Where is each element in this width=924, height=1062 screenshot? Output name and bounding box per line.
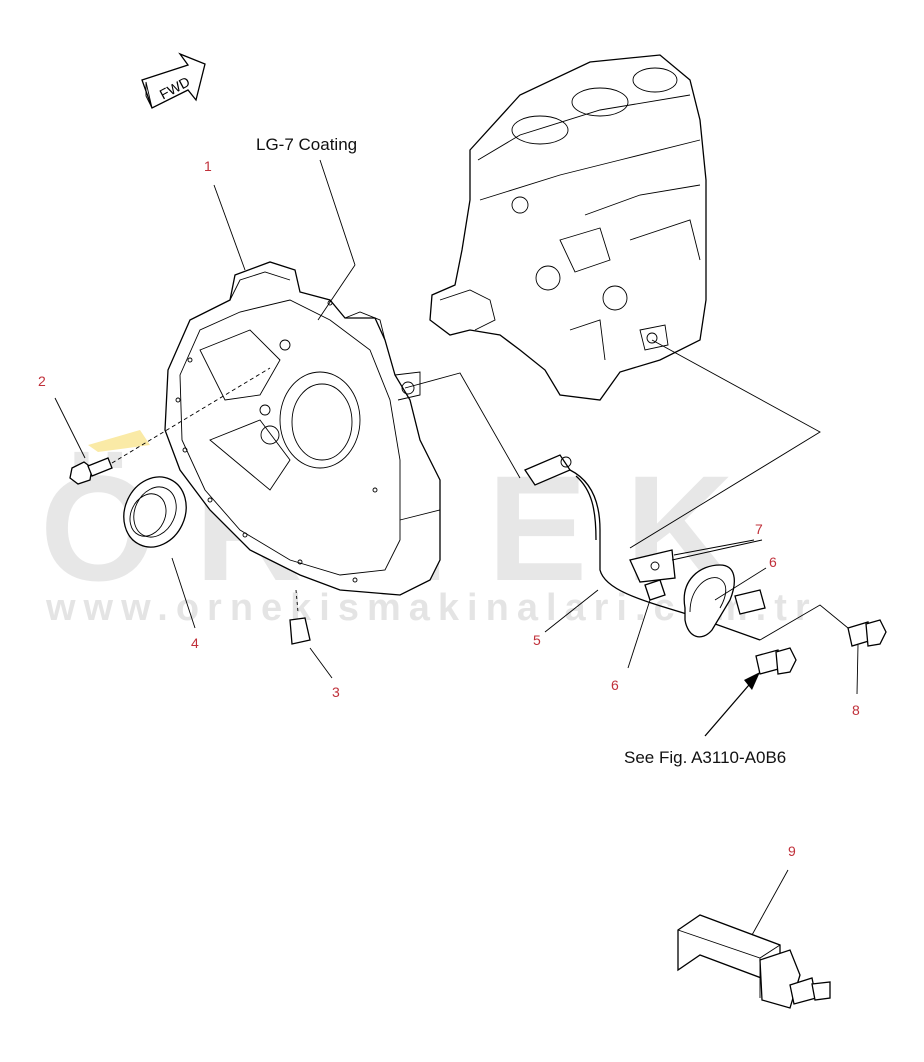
oil-seal xyxy=(123,476,187,548)
callout-4: 4 xyxy=(191,635,199,651)
callout-6a: 6 xyxy=(611,677,619,693)
watermark-accent xyxy=(88,430,150,452)
callout-3: 3 xyxy=(332,684,340,700)
callout-6b: 6 xyxy=(769,554,777,570)
flywheel-housing xyxy=(164,261,441,596)
leader-3 xyxy=(309,647,333,679)
see-fig-arrowhead xyxy=(744,672,760,690)
bolt-see-fig xyxy=(755,647,797,675)
leader-lines xyxy=(54,159,859,936)
callout-9: 9 xyxy=(788,843,796,859)
fwd-arrow: FWD xyxy=(141,52,206,109)
engine-block xyxy=(429,54,707,401)
coating-note: LG-7 Coating xyxy=(256,135,357,154)
leader-9 xyxy=(751,869,789,936)
leader-coating-a xyxy=(319,159,356,266)
leader-8 xyxy=(856,644,859,695)
leader-4 xyxy=(171,557,196,629)
leader-6a xyxy=(627,599,651,669)
callout-7: 7 xyxy=(755,521,763,537)
bolt-2 xyxy=(69,367,271,485)
leader-6b xyxy=(714,567,767,601)
leader-1 xyxy=(213,184,246,271)
leader-coating-b xyxy=(317,264,356,321)
leader-5 xyxy=(544,589,599,633)
leader-7 xyxy=(673,539,755,556)
plug-3 xyxy=(289,589,311,645)
see-fig-note: See Fig. A3110-A0B6 xyxy=(624,748,786,767)
callout-5: 5 xyxy=(533,632,541,648)
bolt-8 xyxy=(759,604,887,647)
watermark-url: www.ornekismakinalari.com.tr xyxy=(45,587,818,629)
bracket-plate xyxy=(683,564,735,638)
see-fig-arrow xyxy=(704,677,756,737)
callout-8: 8 xyxy=(852,702,860,718)
callout-2: 2 xyxy=(38,373,46,389)
callout-1: 1 xyxy=(204,158,212,174)
clamp-7 xyxy=(629,539,763,583)
tool-9 xyxy=(677,914,831,1009)
leader-2 xyxy=(54,397,86,459)
